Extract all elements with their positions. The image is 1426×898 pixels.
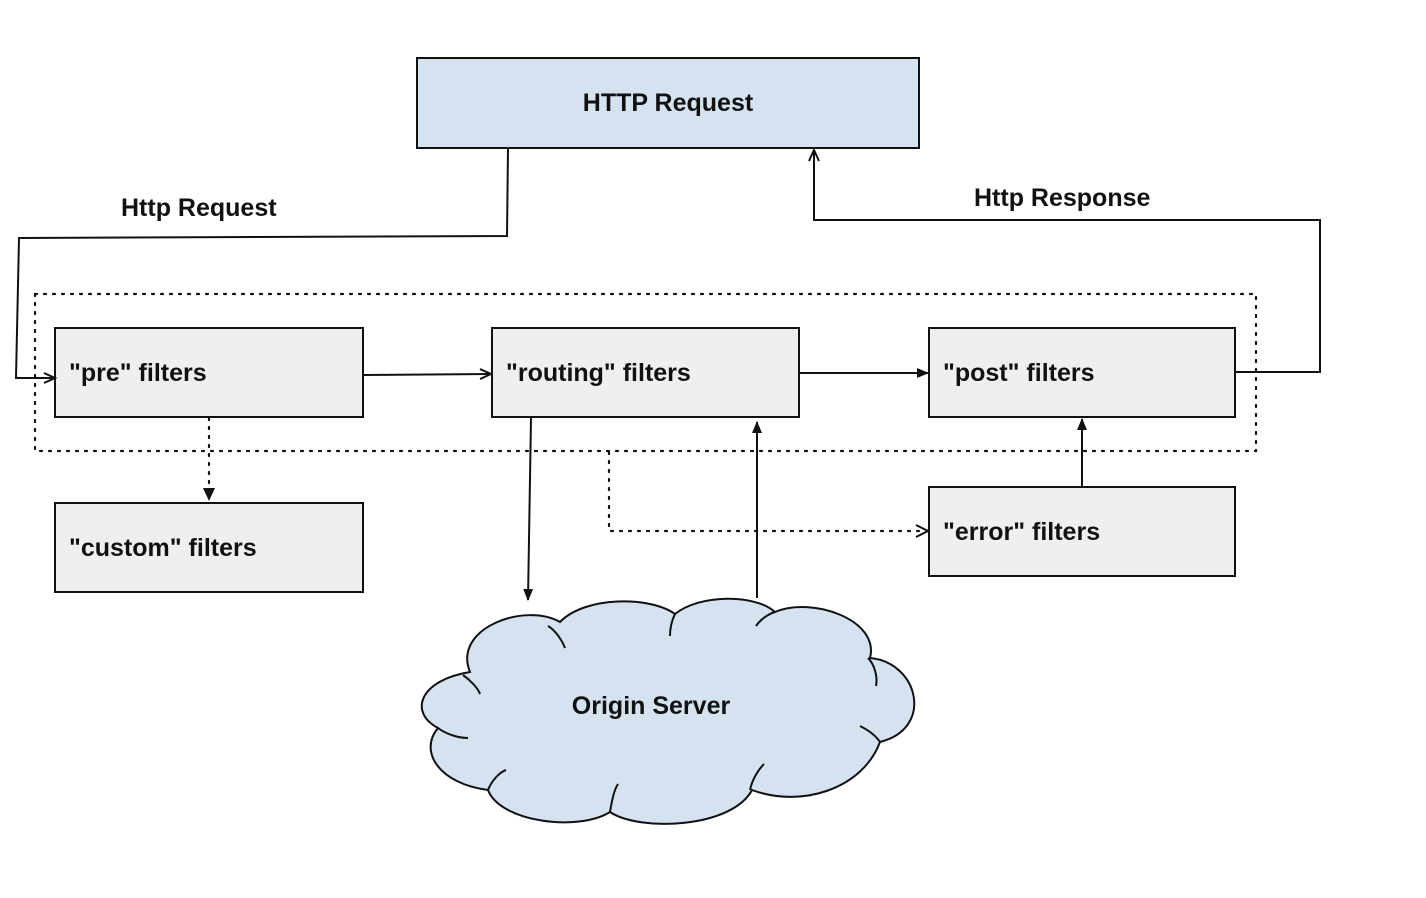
routing-filters-label: "routing" filters xyxy=(506,359,691,387)
http-request-node: HTTP Request xyxy=(416,57,920,149)
pre-to-custom-arrowhead xyxy=(203,488,215,501)
pre-filters-label: "pre" filters xyxy=(69,359,207,387)
origin-server-node: Origin Server xyxy=(420,597,916,825)
routing-to-origin-arrow xyxy=(523,417,534,601)
error-filters-node: "error" filters xyxy=(928,486,1236,577)
pipeline-to-error-arrow xyxy=(607,450,922,533)
post-filters-label: "post" filters xyxy=(943,359,1095,387)
post-filters-node: "post" filters xyxy=(928,327,1236,418)
pre-filters-node: "pre" filters xyxy=(54,327,364,418)
filter-pipeline-boundary xyxy=(33,292,1258,453)
response-edge: Http Response xyxy=(814,150,1321,373)
request-edge-label: Http Request xyxy=(121,194,277,222)
origin-server-label: Origin Server xyxy=(572,692,731,720)
error-filters-label: "error" filters xyxy=(943,518,1100,546)
pipeline-to-error-arrowhead xyxy=(915,524,931,538)
http-request-label: HTTP Request xyxy=(583,89,754,117)
custom-filters-node: "custom" filters xyxy=(54,502,364,593)
request-edge: Http Request xyxy=(14,148,509,378)
pre-to-routing-arrow xyxy=(363,374,491,375)
custom-filters-label: "custom" filters xyxy=(69,534,257,562)
routing-filters-node: "routing" filters xyxy=(491,327,800,418)
response-edge-label: Http Response xyxy=(974,184,1151,212)
